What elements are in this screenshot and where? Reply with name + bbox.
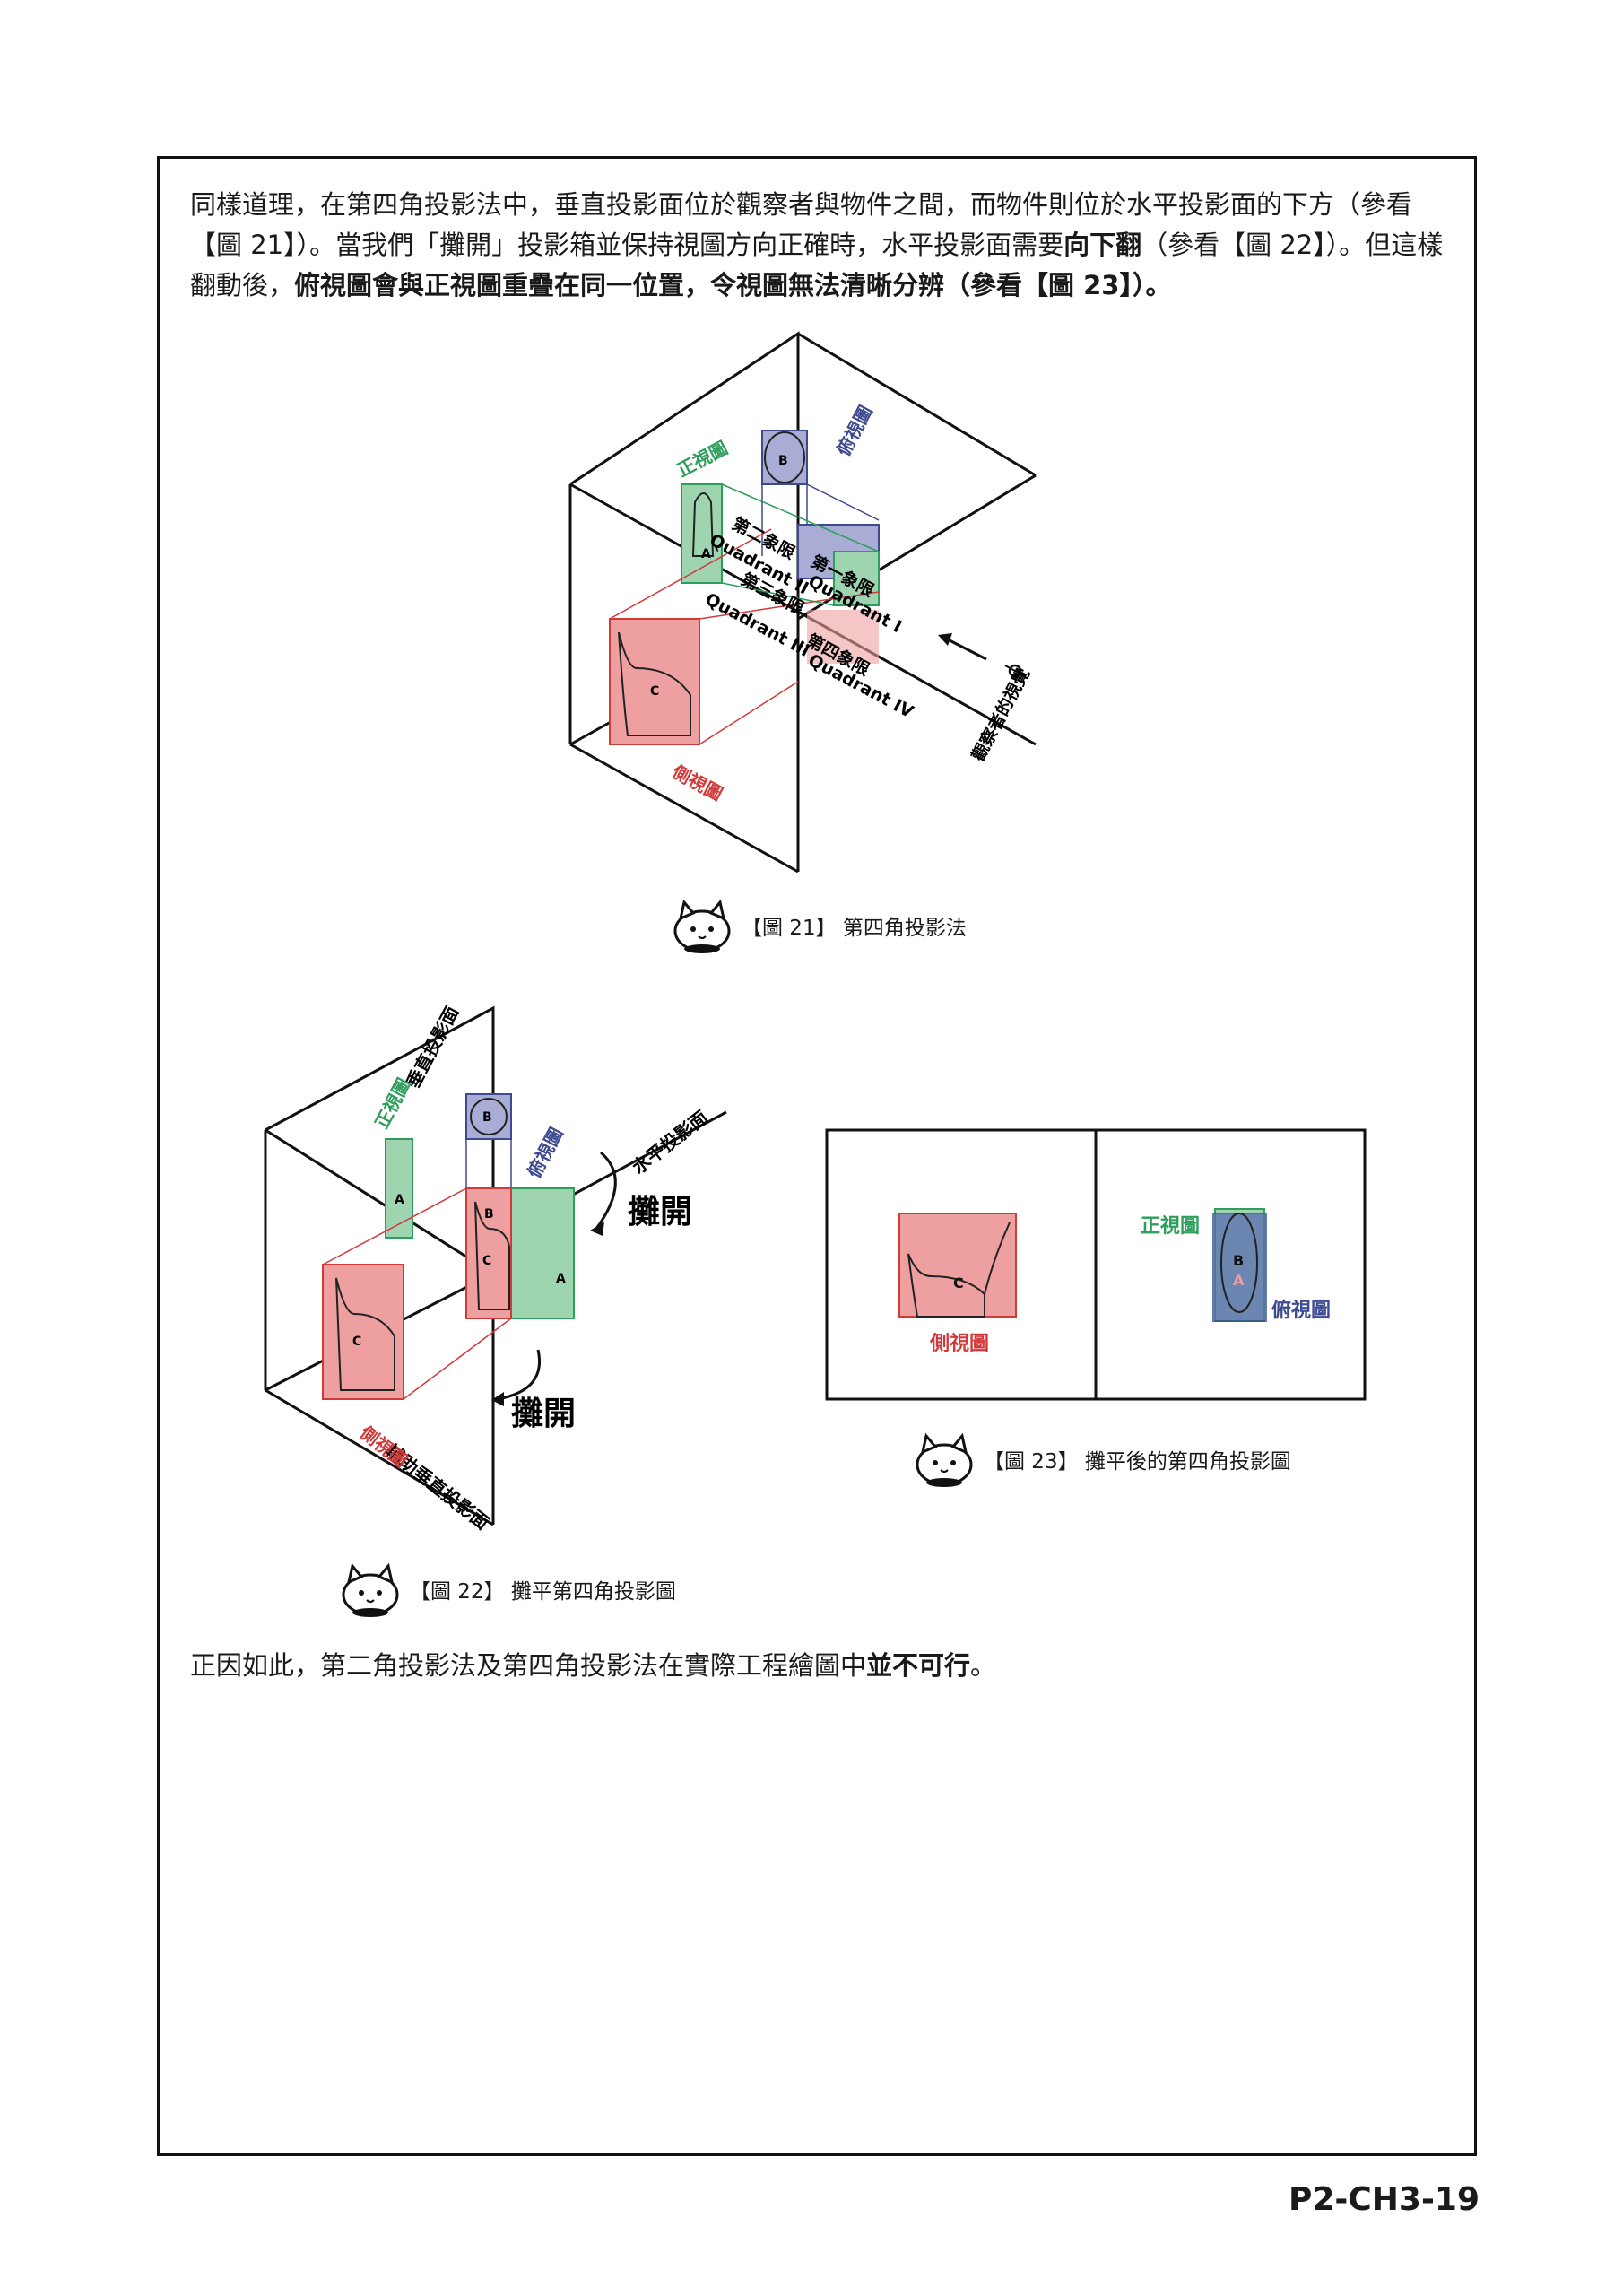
fig22-letter-a2: A: [556, 1272, 566, 1286]
figure-21-diagram: 正視圖 俯視圖 側視圖 第二象限 Quadrant II 第一象限 Quadra…: [568, 331, 1037, 874]
cat-mascot-icon: [916, 1432, 973, 1487]
fig23-label-top: 俯視圖: [1271, 1299, 1331, 1322]
page-number: P2-CH3-19: [1288, 2181, 1480, 2218]
fig21-label-top: 俯視圖: [832, 402, 876, 459]
fig22-letter-b2: B: [484, 1207, 494, 1222]
fig21-letter-b: B: [778, 454, 788, 468]
intro-paragraph: 同樣道理，在第四角投影法中，垂直投影面位於觀察者與物件之間，而物件則位於水平投影…: [190, 189, 1444, 300]
fig22-letter-b1: B: [482, 1110, 492, 1125]
fig22-label-front: 正視圖: [370, 1074, 414, 1132]
fig21-letter-a: A: [701, 547, 711, 561]
fig21-caption: 【圖 21】 第四角投影法: [668, 897, 967, 954]
fig22-unfold-2: 攤開: [511, 1396, 576, 1432]
fig22-horizontal-plane: 水平投影面: [628, 1106, 712, 1178]
fig22-label-top: 俯視圖: [523, 1124, 567, 1181]
cat-mascot-icon: [342, 1562, 399, 1617]
conclusion-paragraph: 正因如此，第二角投影法及第四角投影法在實際工程繪圖中並不可行。: [190, 1650, 997, 1681]
fig23-letter-b: B: [1233, 1252, 1244, 1269]
fig22-vertical-plane: 垂直投影面: [402, 1003, 463, 1092]
fig23-caption: 【圖 23】 攤平後的第四角投影圖: [910, 1431, 1291, 1488]
figure-22-diagram: 垂直投影面 水平投影面 輔助垂直投影面 正視圖 俯視圖 側視圖 攤開 攤開 A …: [264, 1003, 727, 1534]
fig22-letter-c2: C: [482, 1254, 491, 1268]
cat-mascot-icon: [673, 899, 731, 953]
fig23-letter-a: A: [1233, 1272, 1245, 1289]
fig21-letter-c: C: [650, 684, 659, 699]
fig23-letter-c: C: [953, 1274, 964, 1292]
fig22-letter-c1: C: [352, 1335, 361, 1349]
fig21-label-front: 正視圖: [673, 437, 731, 481]
fig23-label-side: 側視圖: [929, 1333, 989, 1355]
fig22-letter-a1: A: [395, 1193, 404, 1207]
fig22-unfold-1: 攤開: [628, 1194, 692, 1231]
fig21-observer: 觀察者的視覺: [968, 665, 1034, 764]
fig23-label-front: 正視圖: [1141, 1215, 1200, 1238]
figure-23-diagram: 側視圖 正視圖 俯視圖 B A C: [825, 1128, 1367, 1401]
page-frame: [157, 156, 1477, 2156]
fig21-label-side: 側視圖: [668, 761, 726, 805]
fig22-caption: 【圖 22】 攤平第四角投影圖: [336, 1561, 676, 1618]
